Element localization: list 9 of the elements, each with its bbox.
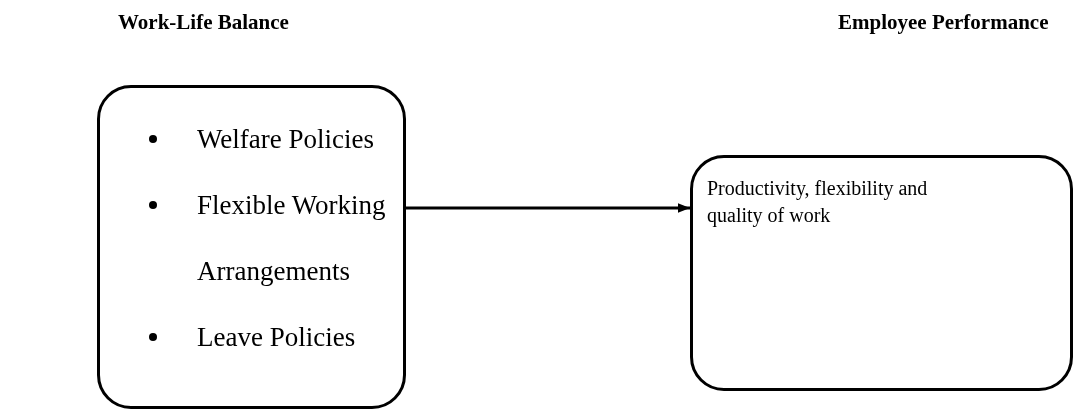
bullet-item: Flexible Working Arrangements (135, 172, 400, 304)
arrow (406, 203, 690, 213)
rounded-box (690, 155, 1073, 391)
column-heading: Employee Performance (838, 10, 1049, 35)
bullet-item: Leave Policies (135, 304, 400, 370)
column-heading: Work-Life Balance (118, 10, 289, 35)
box-text: Productivity, flexibility and quality of work (707, 176, 929, 229)
rounded-box (97, 85, 406, 409)
bullet-item: Welfare Policies (135, 106, 400, 172)
